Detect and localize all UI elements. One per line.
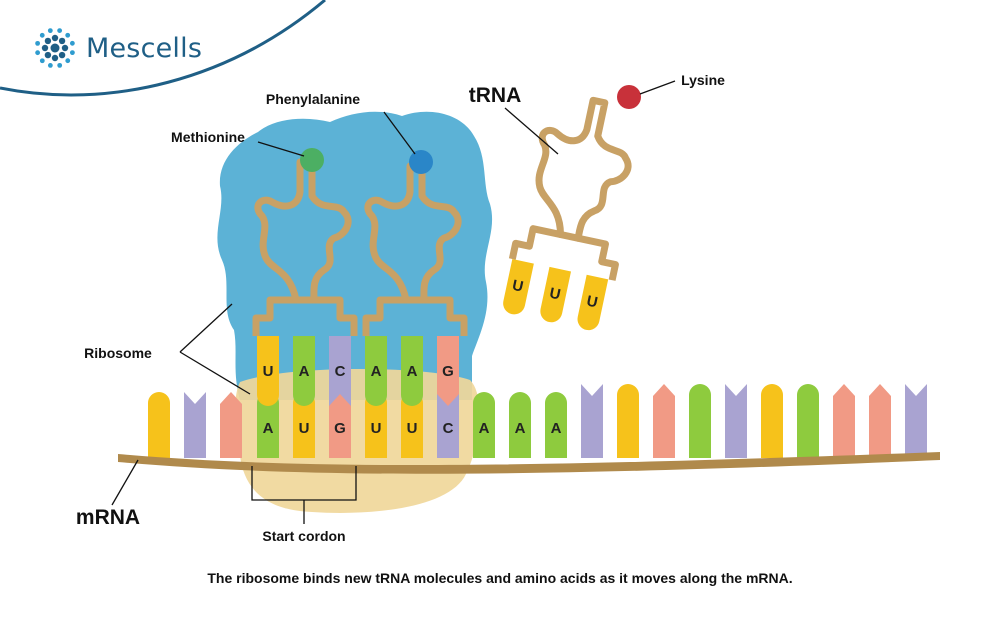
methionine-label: Methionine	[171, 129, 245, 145]
mrna-base-letter: G	[334, 420, 346, 437]
trna-anticodon-letter: A	[371, 363, 382, 380]
figure-caption: The ribosome binds new tRNA molecules an…	[207, 570, 793, 586]
logo-dot	[58, 37, 66, 45]
free-trna-anticodon-base	[577, 274, 609, 331]
leader-lines	[111, 80, 676, 524]
mrna-base	[797, 384, 819, 458]
logo-dot	[58, 51, 66, 59]
mrna-base-letter: A	[515, 420, 526, 437]
phenylalanine-label: Phenylalanine	[266, 91, 360, 107]
start-codon-label: Start cordon	[262, 528, 345, 544]
mrna-base	[545, 392, 567, 458]
mrna-base	[148, 392, 170, 458]
logo-dot	[57, 28, 63, 34]
mrna-base	[365, 392, 387, 458]
logo-dot	[65, 58, 71, 64]
mrna-base	[293, 392, 315, 458]
trna-anticodon-letter: A	[299, 363, 310, 380]
logo-dot	[61, 44, 69, 52]
mrna-base	[833, 384, 855, 458]
free-trna-anticodon-base	[503, 259, 534, 315]
mrna-base	[437, 392, 459, 458]
methionine-amino-acid	[300, 148, 324, 172]
trna-anticodon-base	[437, 336, 459, 406]
lysine-amino-acid	[617, 85, 641, 109]
trna-anticodon-base	[329, 336, 351, 406]
mrna-base	[869, 384, 891, 458]
mrna-base	[401, 392, 423, 458]
mrna-base	[761, 384, 783, 458]
logo-dot	[50, 43, 60, 53]
mrna-base	[329, 392, 351, 458]
logo-dot	[39, 32, 45, 38]
mrna-label: mRNA	[76, 506, 140, 529]
free-trna	[508, 96, 632, 281]
logo-dot	[39, 58, 45, 64]
mrna-base	[617, 384, 639, 458]
trna-anticodon-letter: A	[407, 363, 418, 380]
cell-cluster-icon	[35, 28, 75, 68]
mrna-backbone	[118, 452, 940, 474]
logo-dot	[35, 50, 41, 56]
trna-anticodon-base	[257, 336, 279, 406]
mrna-base-letter: C	[443, 420, 454, 437]
logo-dot	[65, 32, 71, 38]
trna-anticodon-base	[293, 336, 315, 406]
logo-dot	[47, 62, 53, 68]
free-trna-anticodon-letter: U	[511, 277, 525, 296]
mrna-base	[653, 384, 675, 458]
phenylalanine-amino-acid	[409, 150, 433, 174]
logo-dot	[69, 50, 75, 56]
mrna-base	[581, 384, 603, 458]
trna-anticodon-base	[365, 336, 387, 406]
logo-dot	[47, 28, 53, 34]
logo-dot	[44, 37, 52, 45]
mrna-base	[184, 392, 206, 458]
header-swoosh	[0, 0, 326, 97]
mrna-base	[689, 384, 711, 458]
mrna-base	[725, 384, 747, 458]
logo-dot	[41, 44, 49, 52]
mrna-base	[905, 384, 927, 458]
lysine-label: Lysine	[681, 72, 725, 88]
mrna-base-letter: A	[551, 420, 562, 437]
mrna-base-letter: U	[407, 420, 418, 437]
free-trna-anticodon-base	[540, 266, 572, 323]
mrna-base-letter: U	[299, 420, 310, 437]
trna-anticodon-letter: U	[263, 363, 274, 380]
logo-dot	[57, 62, 63, 68]
logo-dot	[35, 40, 41, 46]
logo-dot	[51, 34, 59, 42]
trna-label: tRNA	[469, 84, 522, 107]
logo-dot	[51, 54, 59, 62]
trna-anticodon-letter: G	[442, 363, 454, 380]
mrna-base-letter: A	[479, 420, 490, 437]
free-trna-anticodon-letter: U	[548, 285, 562, 304]
mrna-base	[473, 392, 495, 458]
ribosome-label: Ribosome	[84, 345, 152, 361]
logo-dot	[69, 40, 75, 46]
mrna-base	[220, 392, 242, 458]
trna-anticodon-letter: C	[335, 363, 346, 380]
brand-name: Mescells	[86, 32, 203, 64]
trna-anticodon-base	[401, 336, 423, 406]
mrna-base-letter: A	[263, 420, 274, 437]
brand-logo: Mescells	[34, 26, 202, 70]
mrna-base	[509, 392, 531, 458]
mrna-base	[257, 392, 279, 458]
mrna-base-letter: U	[371, 420, 382, 437]
free-trna-anticodon-letter: U	[585, 293, 599, 312]
logo-dot	[44, 51, 52, 59]
